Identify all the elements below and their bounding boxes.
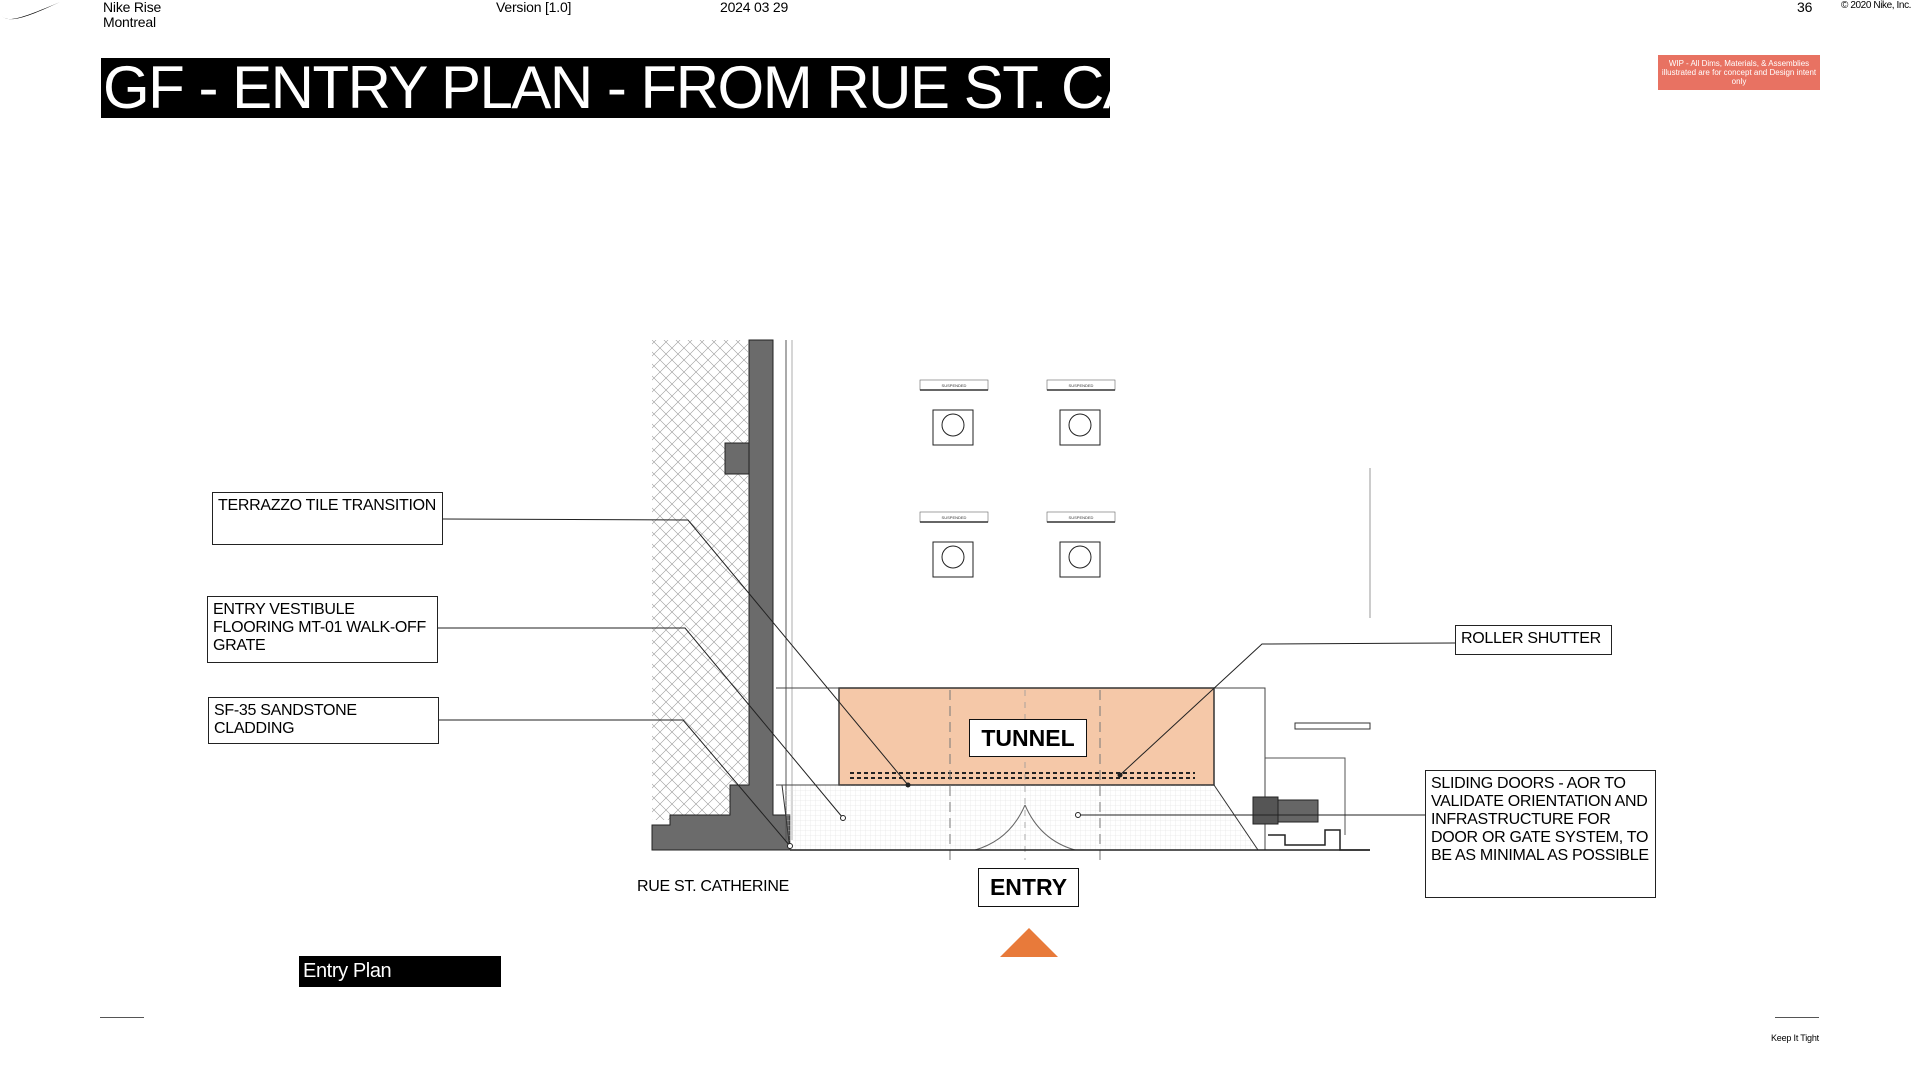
wip-badge: WIP - All Dims, Materials, & Assemblies … [1658,55,1820,90]
leader-dot [1117,772,1123,778]
exterior-wall [651,339,791,851]
suspended-fixture: SUSPENDED [1046,511,1116,578]
sandstone-cladding-hatch [652,340,748,820]
suspended-fixture: SUSPENDED [919,511,989,578]
page-number: 36 [1797,0,1813,15]
footer-text: Keep It Tight [1771,1033,1819,1043]
svg-text:SUSPENDED: SUSPENDED [942,515,967,520]
svg-text:SUSPENDED: SUSPENDED [1069,383,1094,388]
door-swing-arc [974,804,1026,851]
svg-text:SUSPENDED: SUSPENDED [942,383,967,388]
callout-sandstone-cladding: SF-35 SANDSTONE CLADDING [208,697,439,744]
door-swing-arc-2 [1024,804,1076,851]
page-title-bar: GF - ENTRY PLAN - FROM RUE ST. CATHERINE [101,58,1110,118]
footer-divider-left [100,1017,144,1018]
version-label: Version [1.0] [496,0,572,15]
leader-dot [1075,812,1081,818]
street-label: RUE ST. CATHERINE [637,878,789,895]
entry-arrow-icon [1000,928,1058,957]
copyright-label: © 2020 Nike, Inc. [1841,0,1912,11]
callout-sliding-doors: SLIDING DOORS - AOR TO VALIDATE ORIENTAT… [1425,770,1656,898]
leader-dot [840,815,846,821]
door-hardware-2 [1277,799,1319,823]
vestibule-side-wall [776,687,840,786]
callout-entry-vestibule-flooring: ENTRY VESTIBULE FLOORING MT-01 WALK-OFF … [207,596,438,663]
leader-vestibule [438,627,844,819]
leader-roller [1119,642,1456,776]
suspended-fixture: SUSPENDED [919,379,989,446]
svg-text:SUSPENDED: SUSPENDED [1069,515,1094,520]
vestibule-grate-area [781,784,1259,851]
callout-roller-shutter: ROLLER SHUTTER [1455,625,1612,655]
leader-terrazzo [442,518,909,786]
date-label: 2024 03 29 [720,0,789,15]
page-title: GF - ENTRY PLAN - FROM RUE ST. CATHERINE [103,58,1110,118]
brand-name: Nike Rise Montreal [103,0,162,30]
leader-dot [905,782,911,788]
footer-divider-right [1775,1017,1819,1018]
wall-signage [1294,722,1371,730]
sill-detail [1268,829,1370,851]
wall-return [724,442,750,475]
storefront-return [1265,757,1346,835]
callout-terrazzo-tile-transition: TERRAZZO TILE TRANSITION [212,492,443,545]
view-tag: Entry Plan [299,956,501,987]
leader-dot [787,843,793,849]
vestibule-side-wall-right [1214,687,1266,850]
tunnel-label: TUNNEL [969,719,1087,757]
entry-label: ENTRY [978,868,1079,907]
leader-sandstone [439,719,791,847]
suspended-fixture: SUSPENDED [1046,379,1116,446]
door-hardware [1252,796,1279,825]
